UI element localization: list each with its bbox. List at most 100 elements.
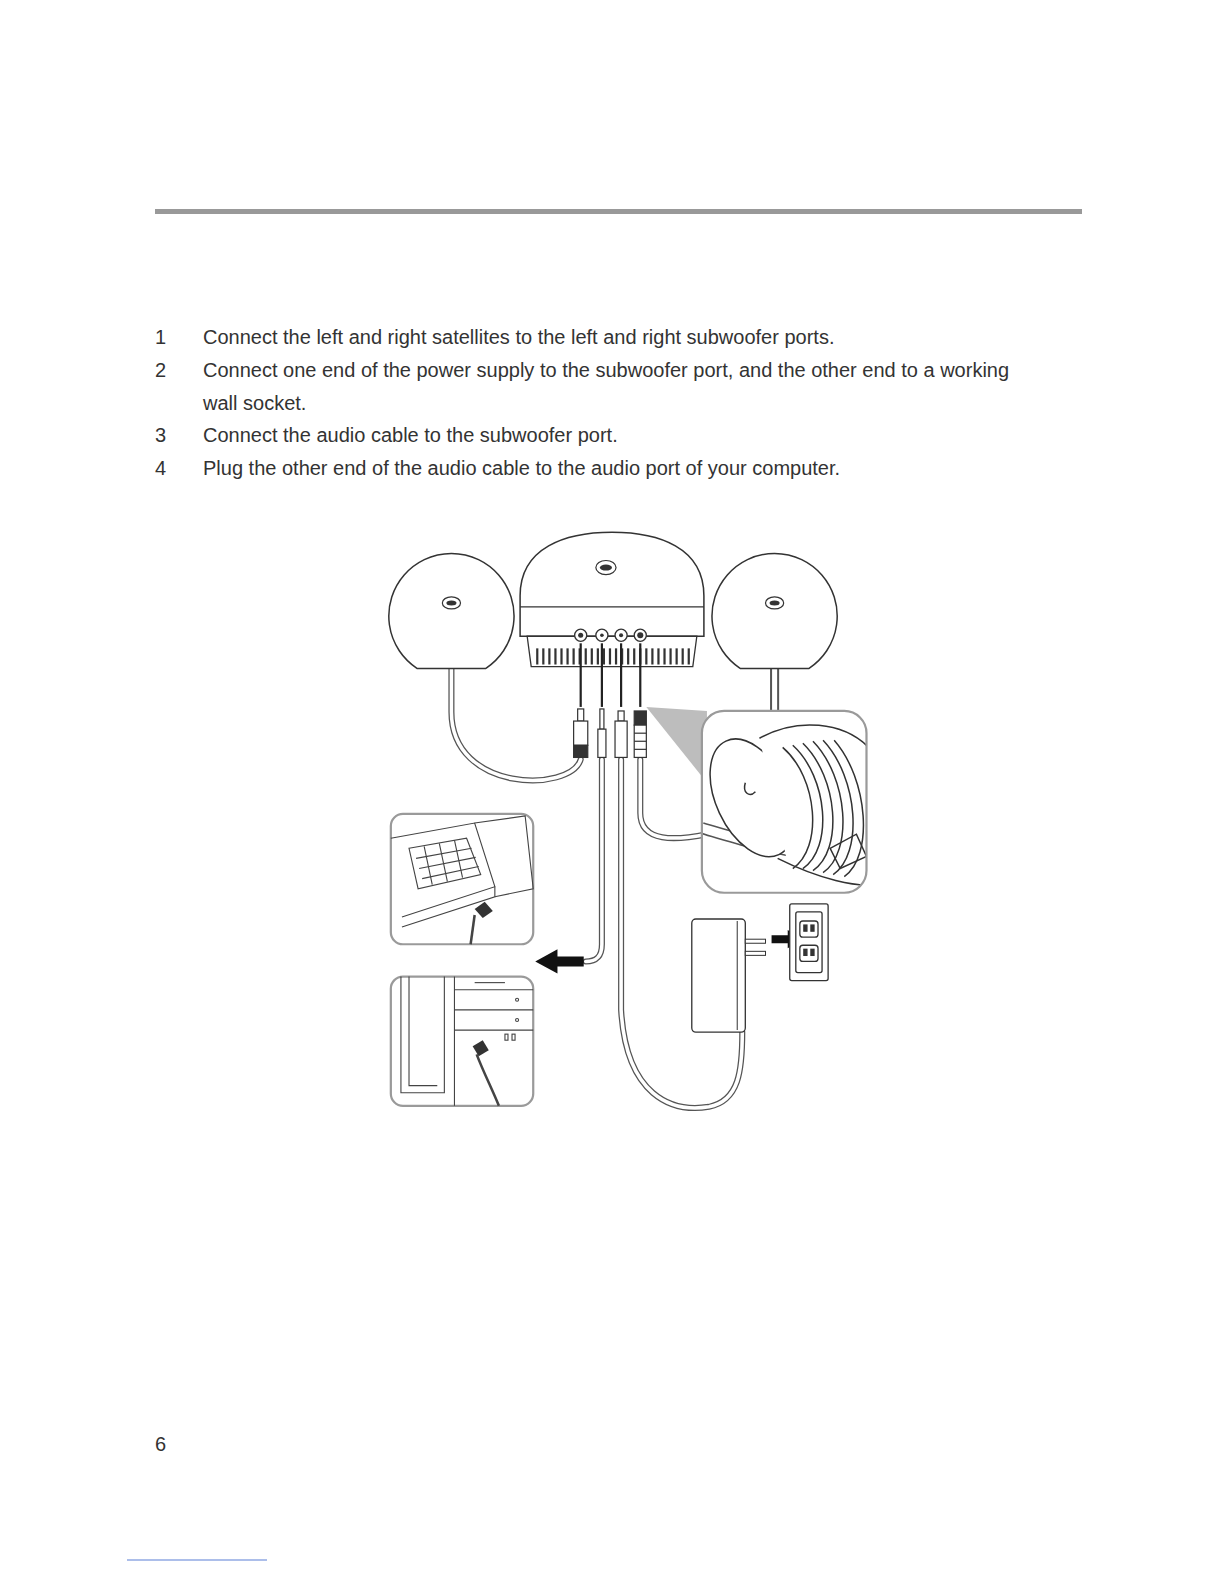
grille-slot — [560, 648, 562, 664]
wall-outlet — [790, 904, 828, 981]
left-satellite — [446, 600, 456, 605]
step-number: 2 — [155, 354, 166, 387]
step-text: Plug the other end of the audio cable to… — [203, 452, 1038, 485]
desktop-inset — [391, 977, 533, 1106]
grille-slot — [676, 648, 678, 664]
subwoofer — [527, 636, 697, 666]
grille-slot — [566, 648, 568, 664]
port-leader — [601, 643, 603, 707]
cable-plug — [634, 711, 646, 725]
desktop-inset — [473, 1040, 489, 1056]
subwoofer — [600, 565, 612, 571]
grille-slot — [627, 648, 629, 664]
subwoofer — [520, 532, 704, 636]
zoom-callout — [702, 711, 867, 893]
wall-outlet — [796, 912, 822, 973]
grille-slot — [548, 648, 550, 664]
cable — [640, 759, 707, 838]
cable-plug — [615, 721, 627, 757]
left-satellite — [442, 597, 460, 609]
desktop-inset — [391, 977, 533, 1106]
subwoofer — [596, 560, 616, 574]
cable-plug — [598, 729, 606, 757]
cable-plug — [634, 749, 646, 750]
power-adapter — [745, 939, 765, 943]
grille-slot — [585, 648, 587, 664]
power-adapter — [745, 951, 765, 955]
desktop-inset — [454, 977, 455, 1106]
zoom-callout — [702, 711, 867, 893]
wall-outlet — [811, 949, 814, 955]
subwoofer — [575, 629, 587, 641]
laptop-inset — [391, 814, 533, 944]
laptop-inset — [391, 816, 533, 927]
subwoofer — [537, 648, 688, 664]
cable — [586, 759, 602, 961]
step-text: Connect the audio cable to the subwoofer… — [203, 419, 1038, 452]
wall-outlet — [790, 904, 828, 981]
step-text: Connect one end of the power supply to t… — [203, 354, 1038, 420]
subwoofer — [596, 629, 608, 641]
grille-slot — [682, 648, 684, 664]
desktop-inset — [477, 1054, 499, 1106]
right-satellite — [712, 553, 837, 668]
wall-outlet — [804, 949, 807, 955]
cable-plug — [574, 745, 588, 757]
port-leader — [581, 643, 641, 707]
grille-slot — [536, 648, 538, 664]
cable-plug — [574, 721, 588, 745]
left-satellite — [389, 553, 514, 668]
subwoofer — [637, 632, 643, 638]
cable-plug — [634, 733, 646, 734]
direction-arrow — [535, 949, 583, 973]
port-leader — [580, 643, 582, 707]
laptop-inset — [391, 814, 533, 944]
desktop-inset — [516, 998, 519, 1001]
grille-slot — [573, 648, 575, 664]
step-number: 4 — [155, 452, 166, 485]
cable-plug — [600, 709, 604, 729]
cable — [586, 759, 602, 961]
cable-plug — [574, 709, 647, 757]
desktop-inset — [516, 1018, 519, 1021]
subwoofer — [600, 633, 604, 637]
grille-slot — [615, 648, 617, 664]
laptop-inset — [475, 816, 534, 897]
laptop-inset — [402, 887, 495, 927]
grille-slot — [609, 648, 611, 664]
subwoofer — [619, 633, 623, 637]
step-text: Connect the left and right satellites to… — [203, 321, 1038, 354]
right-satellite — [712, 553, 837, 668]
subwoofer — [520, 532, 704, 666]
subwoofer — [520, 606, 704, 607]
page-number: 6 — [155, 1428, 166, 1461]
cable-plug — [578, 709, 584, 721]
grille-slot — [663, 648, 665, 664]
laptop-inset — [475, 902, 493, 918]
grille-slot — [542, 648, 544, 664]
cable — [451, 669, 580, 781]
power-adapter — [737, 921, 738, 1030]
speaker-illustration — [389, 532, 889, 1108]
cable — [640, 759, 707, 838]
cable-plug — [634, 725, 646, 757]
footer-rule — [127, 1559, 267, 1560]
desktop-inset — [475, 982, 505, 983]
right-satellite — [766, 597, 784, 609]
grille-slot — [603, 648, 605, 664]
desktop-inset — [512, 1034, 515, 1040]
wall-outlet — [804, 925, 807, 931]
cable-plug — [634, 741, 646, 742]
header-rule — [155, 209, 1082, 214]
grille-slot — [669, 648, 671, 664]
grille-slot — [657, 648, 659, 664]
grille-slot — [591, 648, 593, 664]
desktop-inset — [409, 977, 437, 1086]
subwoofer — [578, 632, 643, 638]
grille-slot — [554, 648, 556, 664]
subwoofer — [578, 633, 583, 638]
desktop-inset — [401, 977, 444, 1093]
zoom-callout — [830, 834, 866, 868]
left-satellite — [389, 553, 514, 668]
